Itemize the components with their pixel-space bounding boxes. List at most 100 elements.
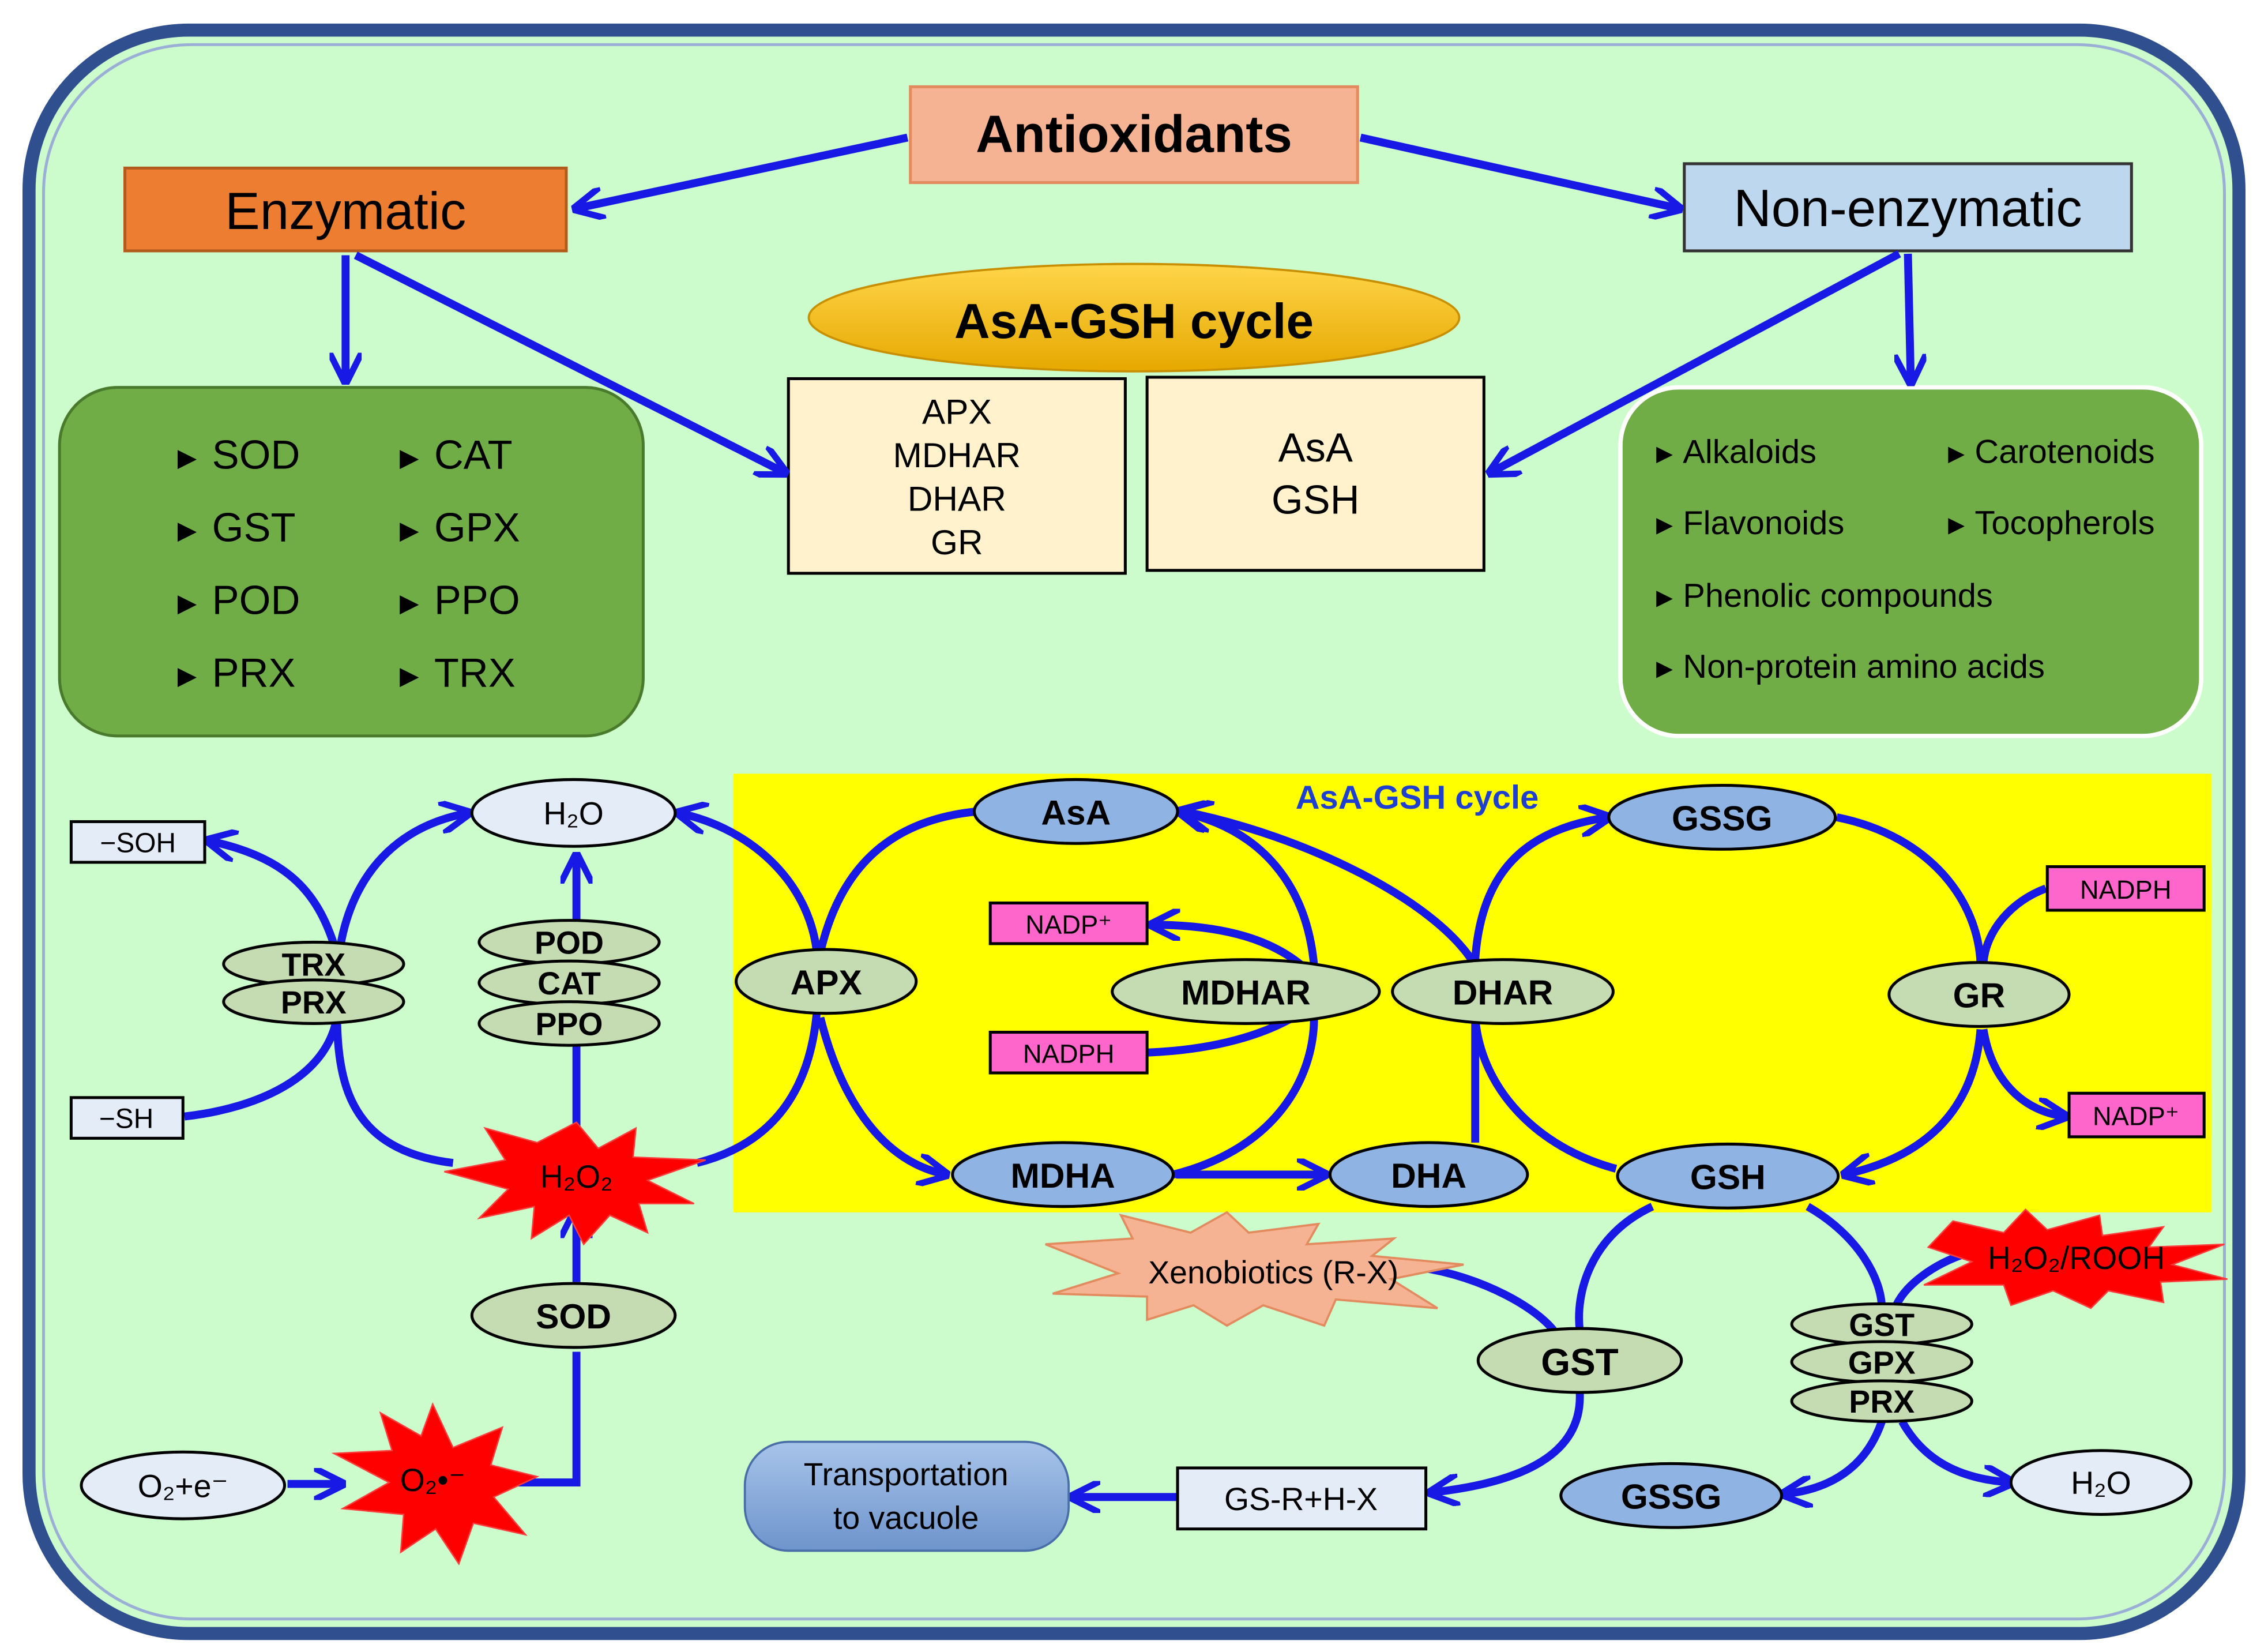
item-bullet: ► (1651, 654, 1678, 684)
gsr-label: GS-R+H-X (1224, 1481, 1378, 1517)
h2o2-label: H₂O₂ (540, 1159, 613, 1195)
dhar-node (1391, 958, 1615, 1025)
gr-to-gsh-arrow (1844, 1028, 1985, 1175)
nadp-plus-label-1: NADP⁺ (1025, 910, 1112, 939)
enzyme-bullet: ► (393, 512, 425, 548)
gst-label: GST (1541, 1341, 1619, 1383)
nadph-box-1 (988, 1031, 1149, 1075)
enzyme-bullet: ► (393, 658, 425, 693)
enzyme-prx: PRX (212, 649, 296, 695)
sh-label: −SH (99, 1104, 153, 1135)
gssg-bottom-node (1559, 1462, 1784, 1529)
nadp-plus-box-2 (2067, 1091, 2206, 1139)
dhar-to-gssg-arrow (1471, 817, 1609, 960)
cycle-banner-label: AsA-GSH cycle (954, 294, 1314, 349)
rooh-to-stack-line (1893, 1249, 1969, 1308)
soh-box (69, 820, 206, 864)
enzyme-ppo: PPO (434, 577, 520, 622)
item-tocopherols: Tocopherols (1974, 505, 2154, 542)
h2o-node (470, 778, 677, 848)
prx-label: PRX (281, 985, 347, 1020)
antioxidants-box (909, 85, 1359, 185)
gsh-label: GSH (1690, 1157, 1766, 1196)
item-phenolics: Phenolic compounds (1683, 577, 1993, 614)
arrow-nonenzymatic-cycle (1490, 250, 1901, 473)
item-carotenoids: Carotenoids (1974, 434, 2154, 471)
item-bullet: ► (1651, 510, 1678, 540)
non-enzymatic-box (1683, 162, 2133, 253)
item-bullet: ► (1943, 510, 1970, 540)
pathway-connectors (183, 812, 2066, 1497)
gssg-bottom-label: GSSG (1621, 1477, 1722, 1516)
h2o-bottom-node (2009, 1449, 2193, 1516)
nadp-plus-label-2: NADP⁺ (2093, 1102, 2179, 1131)
item-bullet: ► (1651, 583, 1678, 613)
nadph-to-gr-line (1979, 884, 2048, 963)
mdha-to-mdhar-line (1172, 1018, 1318, 1179)
enzyme-trx: TRX (434, 649, 516, 695)
nadph-label-2: NADPH (2080, 875, 2172, 904)
gst-stack-label: GST (1849, 1307, 1915, 1343)
gsh-to-gst-stack-line (1806, 1203, 1886, 1309)
gssg-label: GSSG (1672, 799, 1773, 838)
prx-stack-node (1790, 1379, 1973, 1423)
sod-label: SOD (536, 1297, 611, 1336)
enzymes-col2: ► CAT ► GPX ► PPO ► TRX (393, 432, 520, 696)
superoxide-star (331, 1402, 540, 1565)
cycle-enzyme-1: APX (922, 392, 992, 431)
enzyme-cat: CAT (434, 432, 513, 478)
h2o2-to-apx-line (695, 1003, 822, 1167)
nadph-label-1: NADPH (1023, 1039, 1115, 1068)
item-flavonoids: Flavonoids (1683, 505, 1844, 542)
pod-label: POD (535, 925, 604, 961)
enzyme-sod: SOD (212, 432, 300, 478)
cycle-enzymes-box (787, 377, 1127, 575)
gst-node (1476, 1327, 1683, 1394)
cycle-enzyme-2: MDHAR (893, 435, 1021, 475)
sh-to-trx-line (183, 1017, 341, 1121)
item-amino-acids: Non-protein amino acids (1683, 648, 2045, 685)
superoxide-label: O₂•⁻ (400, 1462, 465, 1498)
gr-label: GR (1953, 976, 2006, 1015)
item-bullet: ► (1943, 439, 1970, 470)
o2e-node (80, 1450, 287, 1520)
o2e-label: O₂+e⁻ (138, 1468, 228, 1504)
nadph-box-2 (2045, 865, 2206, 912)
mdhar-label: MDHAR (1181, 973, 1311, 1012)
gsh-to-gst-line (1575, 1203, 1654, 1331)
cycle-enzyme-4: GR (931, 523, 983, 562)
gssg-to-gr-line (1836, 813, 1985, 963)
h2o2-star (444, 1121, 706, 1246)
prx-node (222, 978, 405, 1025)
gst-to-gsr-arrow (1430, 1392, 1584, 1493)
cycle-banner (807, 262, 1461, 373)
enzymes-col1: ► SOD ► GST ► POD ► PRX (171, 432, 300, 696)
arrow-antioxidants-enzymatic (575, 133, 909, 209)
xenobiotics-label: Xenobiotics (R-X) (1148, 1255, 1398, 1290)
enzymatic-label: Enzymatic (225, 182, 466, 241)
enzyme-bullet: ► (393, 585, 425, 621)
enzymatic-box (123, 166, 568, 253)
sod-node (470, 1282, 677, 1349)
non-enzymatic-label: Non-enzymatic (1733, 179, 2082, 238)
h2o-bottom-label: H₂O (2071, 1465, 2131, 1501)
cycle-panel-label: AsA-GSH cycle (1296, 779, 1539, 816)
enzyme-bullet: ► (171, 585, 203, 621)
gsr-box (1176, 1466, 1428, 1531)
soh-label: −SOH (100, 828, 176, 858)
cycle-metabolite-1: AsA (1278, 425, 1353, 470)
cycle-metabolites-box (1145, 376, 1485, 572)
cat-label: CAT (537, 966, 601, 1001)
dhar-to-asa-arrow (1183, 812, 1479, 968)
enzyme-pod: POD (212, 577, 300, 622)
dha-node (1328, 1141, 1529, 1208)
non-enzymes-list: ► Alkaloids ► Carotenoids ► Flavonoids ►… (1651, 434, 2155, 686)
apx-node (735, 948, 918, 1015)
gr-node (1887, 961, 2071, 1028)
gssg-node (1607, 783, 1837, 851)
ppo-label: PPO (536, 1007, 603, 1042)
transport-label-line2: to vacuole (833, 1500, 979, 1536)
sh-box (69, 1096, 185, 1140)
arrow-nonenzymatic-down (1908, 253, 1911, 383)
